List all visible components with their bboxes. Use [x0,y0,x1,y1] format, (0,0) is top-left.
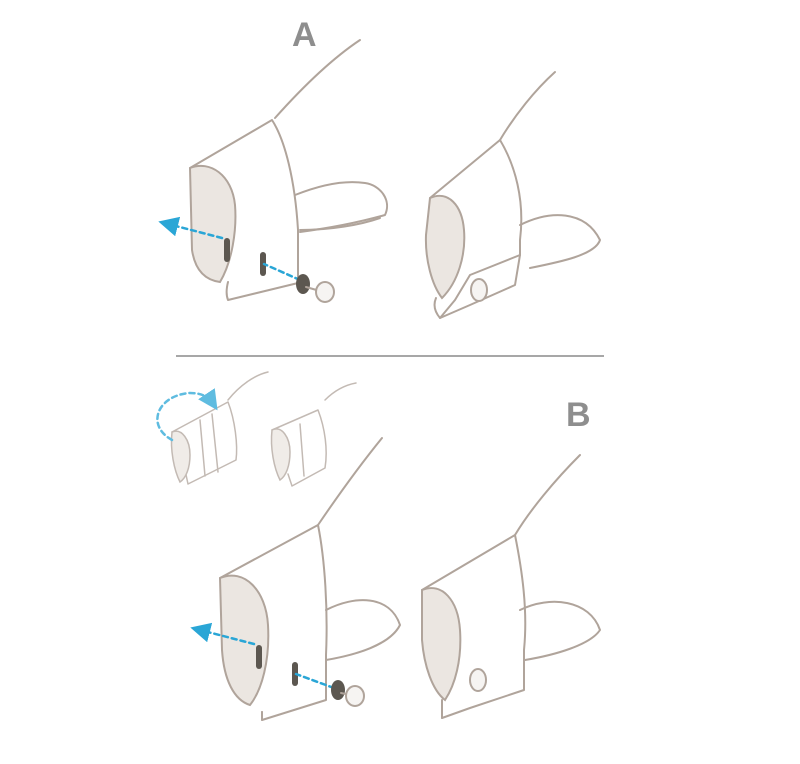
cufflink-icon [331,680,365,707]
curved-dashed-arrow-icon [156,388,218,442]
panel-a-open-cuff [158,39,388,303]
dashed-arrow-icon [158,216,224,240]
panel-a [158,39,601,319]
panel-b-fold-steps [156,371,357,487]
panel-label-b: B [566,396,591,434]
panel-label-a: A [292,16,317,54]
panel-a-closed-cuff [424,71,601,319]
panel-b-open-cuff [190,437,401,721]
dashed-arrow-icon [190,622,256,646]
dashed-arrow-icon [294,672,336,690]
buttonhole-icon [224,238,230,262]
cufflink-icon [296,274,335,303]
buttonhole-icon [256,645,262,669]
cufflink-icon [470,278,488,302]
cufflink-icon [469,668,487,692]
dashed-arrow-icon [262,262,302,282]
panel-b [156,371,601,721]
panel-b-closed-cuff [421,454,601,719]
